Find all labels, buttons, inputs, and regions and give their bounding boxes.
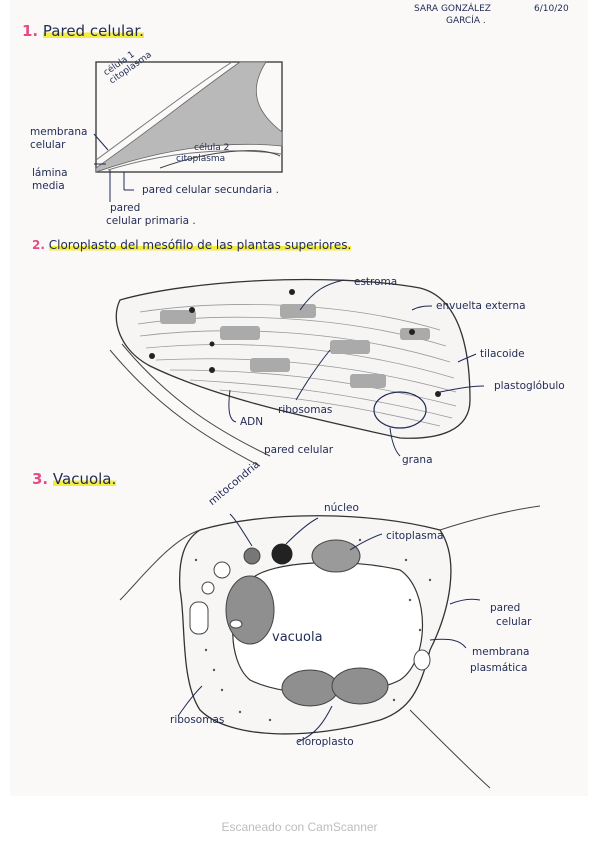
section-2-heading: 2. Cloroplasto del mesófilo de las plant… — [32, 238, 352, 252]
cell2-label-line2: citoplasma — [176, 154, 226, 164]
chloroplast-left-granule — [229, 619, 243, 629]
student-name-line1: SARA GONZÁLEZ — [414, 4, 491, 14]
cell-wall-layers — [95, 61, 283, 173]
cytoplasm-label: citoplasma — [386, 530, 444, 542]
plastoglobule-label: plastoglóbulo — [494, 380, 565, 392]
section-3-number: 3. — [32, 470, 49, 488]
primary-wall-label-line2: celular primaria . — [106, 215, 196, 227]
lamina-label-line2: media — [32, 180, 65, 192]
cell-wall-curve — [109, 349, 261, 467]
granum-circle — [373, 391, 427, 429]
section-3-heading: 3. Vacuola. — [32, 470, 117, 488]
ribosomes-label: ribosomas — [278, 404, 333, 416]
ribosome-dots — [194, 538, 432, 722]
wall-line-2 — [107, 150, 283, 171]
lamina-label-line1: lámina — [32, 167, 68, 179]
student-name-line2: GARCÍA . — [446, 16, 486, 26]
outer-envelope-label: envuelta externa — [436, 300, 526, 312]
granum-label: grana — [402, 454, 433, 466]
mitochondrion-2 — [213, 561, 231, 579]
section-3-title: Vacuola. — [52, 470, 117, 488]
nucleus-label: núcleo — [324, 502, 359, 514]
thylakoid-label: tilacoide — [480, 348, 525, 360]
wall-line — [95, 61, 233, 161]
chloroplast-envelope — [115, 278, 471, 439]
cell-wall-frame — [95, 61, 283, 173]
cell-wall-curve-2 — [121, 343, 271, 457]
chloroplast-bottom-2 — [331, 667, 389, 705]
date: 6/10/20 — [534, 4, 569, 14]
section-1-heading: 1. Pared celular. — [22, 22, 144, 40]
chloroplast-pointers — [228, 279, 485, 457]
vacuole-label: vacuola — [272, 630, 323, 645]
membrane-label-line1: membrana — [30, 126, 88, 138]
section-2-title: Cloroplasto del mesófilo de las plantas … — [48, 238, 352, 252]
cell2-label-line1: célula 2 — [194, 143, 230, 153]
wall-extension-bottom — [409, 709, 491, 789]
notebook-page: SARA GONZÁLEZ GARCÍA . 6/10/20 1. Pared … — [10, 0, 588, 796]
section-1-title: Pared celular. — [42, 22, 144, 40]
plasma-membrane-label-line1: membrana — [472, 646, 530, 658]
chloroplast-label-3: cloroplasto — [296, 736, 354, 748]
cell-wall-diagram — [93, 61, 283, 202]
chloroplast-top — [311, 539, 361, 573]
cell-wall-label-2: pared celular — [264, 444, 334, 456]
plasma-membrane-label-line2: plasmática — [470, 662, 528, 674]
ribosomes-label-3: ribosomas — [170, 714, 225, 726]
vacuole-pointers — [177, 513, 481, 743]
wall-label-line2: celular — [496, 616, 532, 628]
primary-wall-label-line1: pared — [110, 202, 141, 214]
pointer-membrane — [93, 133, 109, 151]
small-vacuole — [189, 601, 209, 635]
small-organelle — [413, 649, 431, 671]
nucleus — [271, 543, 293, 565]
mitochondrion-3 — [201, 581, 215, 595]
scanner-watermark: Escaneado con CamScanner — [221, 820, 378, 834]
cell2-outline — [159, 150, 281, 169]
dna-label: ADN — [240, 416, 264, 428]
wall-extension-right — [439, 505, 541, 531]
chloroplast-diagram — [109, 278, 485, 467]
plastoglobules — [149, 289, 441, 397]
section-1-number: 1. — [22, 22, 39, 40]
mitochondrion-1 — [243, 547, 261, 565]
wall-extension-left — [119, 529, 201, 601]
membrane-label-line2: celular — [30, 139, 66, 151]
section-2-number: 2. — [32, 238, 45, 252]
secondary-wall-label: pared celular secundaria . — [142, 184, 279, 196]
vacuole-cell-diagram — [119, 505, 541, 789]
chloroplast-bottom-1 — [281, 669, 339, 707]
wall-label-line1: pared — [490, 602, 521, 614]
stroma-label: estroma — [354, 276, 398, 288]
chloroplast-left — [225, 575, 275, 645]
grana-stacks — [160, 304, 430, 388]
